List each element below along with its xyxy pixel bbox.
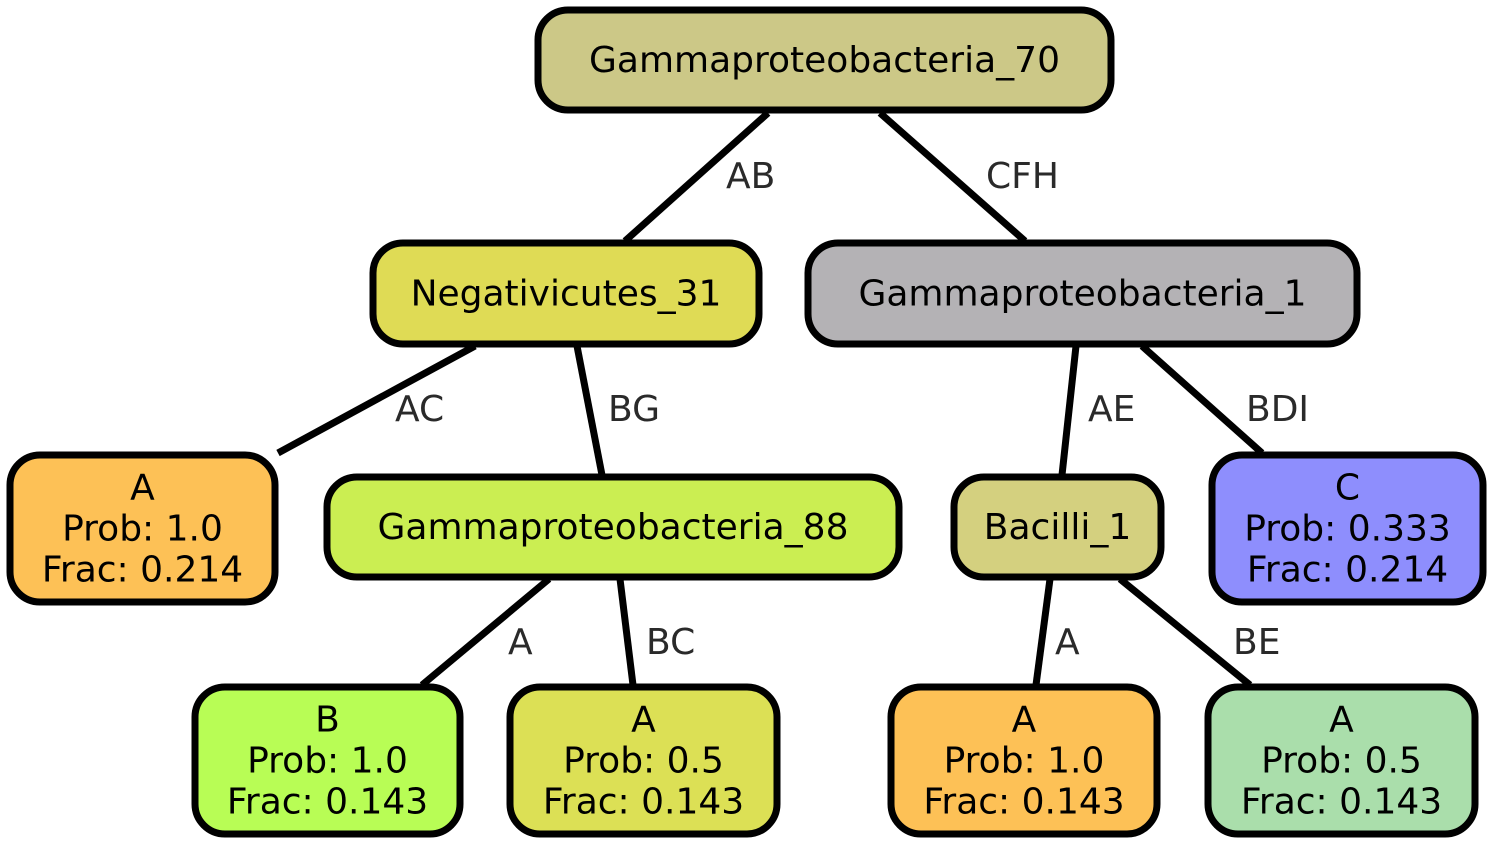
node-frac: Frac: 0.143 bbox=[1241, 782, 1442, 823]
node-frac: Frac: 0.214 bbox=[42, 550, 243, 591]
node-prob: Prob: 0.5 bbox=[1261, 741, 1422, 782]
node-frac: Frac: 0.143 bbox=[227, 782, 428, 823]
node-prob: Prob: 0.5 bbox=[563, 741, 724, 782]
edge-label: CFH bbox=[986, 156, 1059, 197]
node-bac1: Bacilli_1 bbox=[950, 473, 1165, 581]
node-box bbox=[6, 451, 279, 606]
node-prob: Prob: 1.0 bbox=[944, 741, 1105, 782]
edge-gamma88-leafA2 bbox=[616, 578, 637, 686]
edge-label: BG bbox=[608, 389, 660, 430]
node-title: Gammaproteobacteria_88 bbox=[378, 507, 849, 548]
edge-label: AE bbox=[1088, 389, 1135, 430]
node-title: Negativicutes_31 bbox=[411, 274, 722, 315]
edge-label: AC bbox=[395, 389, 444, 430]
node-box bbox=[323, 473, 903, 581]
edge-bac1-leafA3 bbox=[1032, 578, 1054, 686]
node-prob: Prob: 1.0 bbox=[62, 509, 223, 550]
node-class-label: A bbox=[1012, 700, 1037, 741]
node-class-label: A bbox=[1329, 700, 1354, 741]
node-prob: Prob: 0.333 bbox=[1244, 509, 1451, 550]
edge-bac1-leafA4 bbox=[1117, 576, 1253, 688]
node-gamma88: Gammaproteobacteria_88 bbox=[323, 473, 903, 581]
edge-label: A bbox=[508, 622, 533, 663]
edge-neg31-leafA1 bbox=[276, 342, 477, 457]
edge-neg31-gamma88 bbox=[573, 345, 606, 476]
node-gamma70: Gammaproteobacteria_70 bbox=[534, 6, 1115, 114]
node-class-label: C bbox=[1335, 468, 1360, 509]
node-box bbox=[887, 683, 1161, 838]
node-neg31: Negativicutes_31 bbox=[369, 239, 763, 348]
edge-gamma88-leafB bbox=[419, 576, 552, 688]
edge-label: BE bbox=[1233, 622, 1280, 663]
node-class-label: A bbox=[631, 700, 656, 741]
edge-gamma70-gamma1 bbox=[877, 110, 1028, 244]
edge-gamma70-neg31 bbox=[622, 110, 771, 244]
node-frac: Frac: 0.143 bbox=[923, 782, 1124, 823]
node-title: Bacilli_1 bbox=[984, 507, 1131, 548]
edge-label: BDI bbox=[1246, 389, 1309, 430]
edge-label: BC bbox=[646, 622, 695, 663]
node-prob: Prob: 1.0 bbox=[247, 741, 408, 782]
edges-layer: AB CFH AC BG AE BDI A BC A BE bbox=[276, 110, 1309, 688]
node-class-label: A bbox=[130, 468, 155, 509]
node-class-label: B bbox=[315, 700, 340, 741]
edge-gamma1-leafC bbox=[1139, 343, 1265, 456]
node-gamma1: Gammaproteobacteria_1 bbox=[804, 239, 1361, 348]
node-box bbox=[1204, 683, 1479, 838]
edge-label: A bbox=[1055, 622, 1080, 663]
edge-label: AB bbox=[726, 156, 775, 197]
node-title: Gammaproteobacteria_1 bbox=[858, 274, 1306, 315]
node-box bbox=[506, 683, 781, 838]
node-box bbox=[534, 6, 1115, 114]
node-title: Gammaproteobacteria_70 bbox=[589, 40, 1060, 81]
node-frac: Frac: 0.143 bbox=[543, 782, 744, 823]
node-box bbox=[804, 239, 1361, 348]
node-box bbox=[191, 683, 464, 838]
edge-gamma1-bac1 bbox=[1058, 345, 1080, 476]
node-frac: Frac: 0.214 bbox=[1247, 550, 1448, 591]
node-box bbox=[369, 239, 763, 348]
node-box bbox=[950, 473, 1165, 581]
node-box bbox=[1208, 451, 1487, 606]
